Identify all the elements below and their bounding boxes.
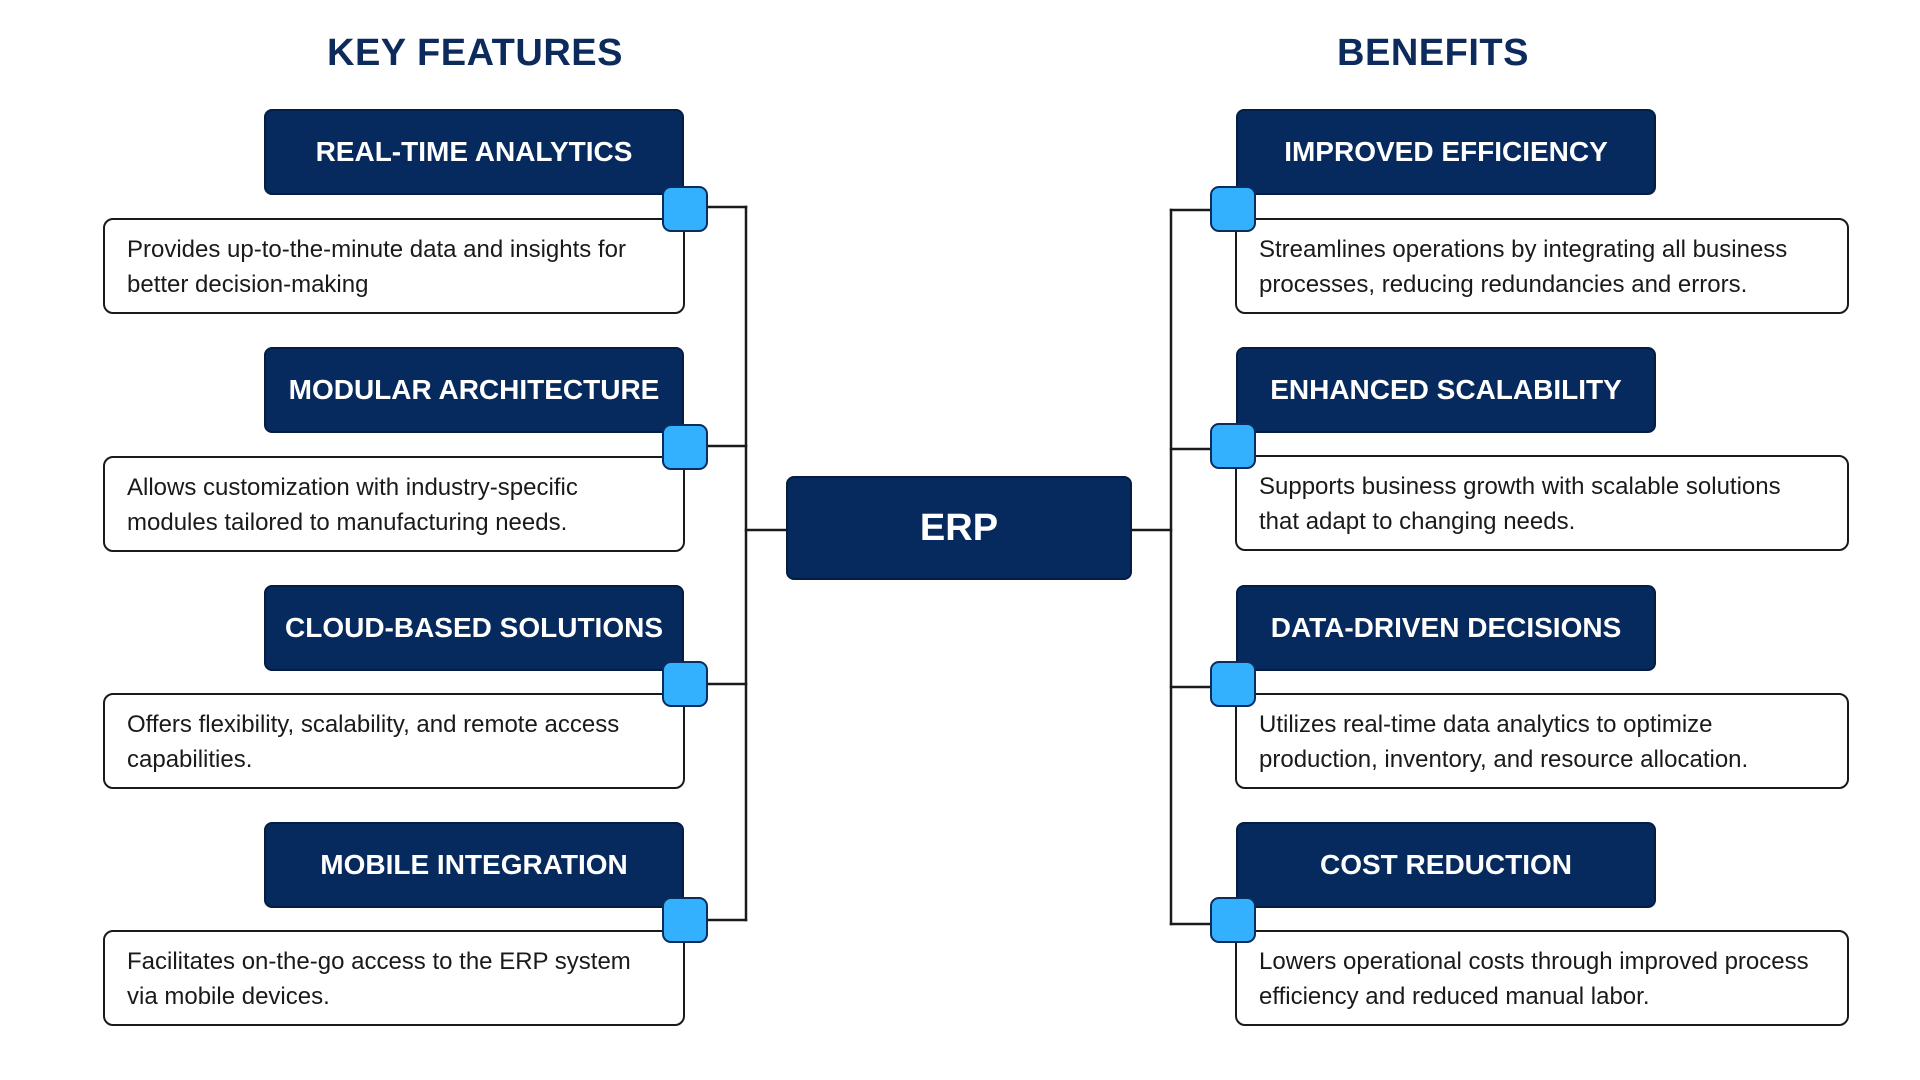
benefit-connector-node — [1210, 423, 1256, 469]
feature-title-real-time-analytics: REAL-TIME ANALYTICS — [264, 109, 684, 195]
feature-description-cloud-based-solutions: Offers flexibility, scalability, and rem… — [103, 693, 685, 789]
feature-description-mobile-integration: Facilitates on-the-go access to the ERP … — [103, 930, 685, 1026]
benefit-description-cost-reduction: Lowers operational costs through improve… — [1235, 930, 1849, 1026]
benefit-description-improved-efficiency: Streamlines operations by integrating al… — [1235, 218, 1849, 314]
benefit-connector-node — [1210, 186, 1256, 232]
feature-description-modular-architecture: Allows customization with industry-speci… — [103, 456, 685, 552]
feature-connector-node — [662, 424, 708, 470]
benefit-title-enhanced-scalability: ENHANCED SCALABILITY — [1236, 347, 1656, 433]
benefit-title-improved-efficiency: IMPROVED EFFICIENCY — [1236, 109, 1656, 195]
feature-description-real-time-analytics: Provides up-to-the-minute data and insig… — [103, 218, 685, 314]
feature-connector-node — [662, 897, 708, 943]
feature-connector-node — [662, 661, 708, 707]
benefit-title-cost-reduction: COST REDUCTION — [1236, 822, 1656, 908]
feature-title-modular-architecture: MODULAR ARCHITECTURE — [264, 347, 684, 433]
benefit-title-data-driven-decisions: DATA-DRIVEN DECISIONS — [1236, 585, 1656, 671]
key-features-heading: KEY FEATURES — [327, 32, 623, 74]
feature-title-cloud-based-solutions: CLOUD-BASED SOLUTIONS — [264, 585, 684, 671]
feature-title-mobile-integration: MOBILE INTEGRATION — [264, 822, 684, 908]
benefit-description-data-driven-decisions: Utilizes real-time data analytics to opt… — [1235, 693, 1849, 789]
benefit-connector-node — [1210, 897, 1256, 943]
feature-connector-node — [662, 186, 708, 232]
benefits-heading: BENEFITS — [1337, 32, 1529, 74]
benefit-description-enhanced-scalability: Supports business growth with scalable s… — [1235, 455, 1849, 551]
benefit-connector-node — [1210, 661, 1256, 707]
erp-center-node: ERP — [786, 476, 1132, 580]
